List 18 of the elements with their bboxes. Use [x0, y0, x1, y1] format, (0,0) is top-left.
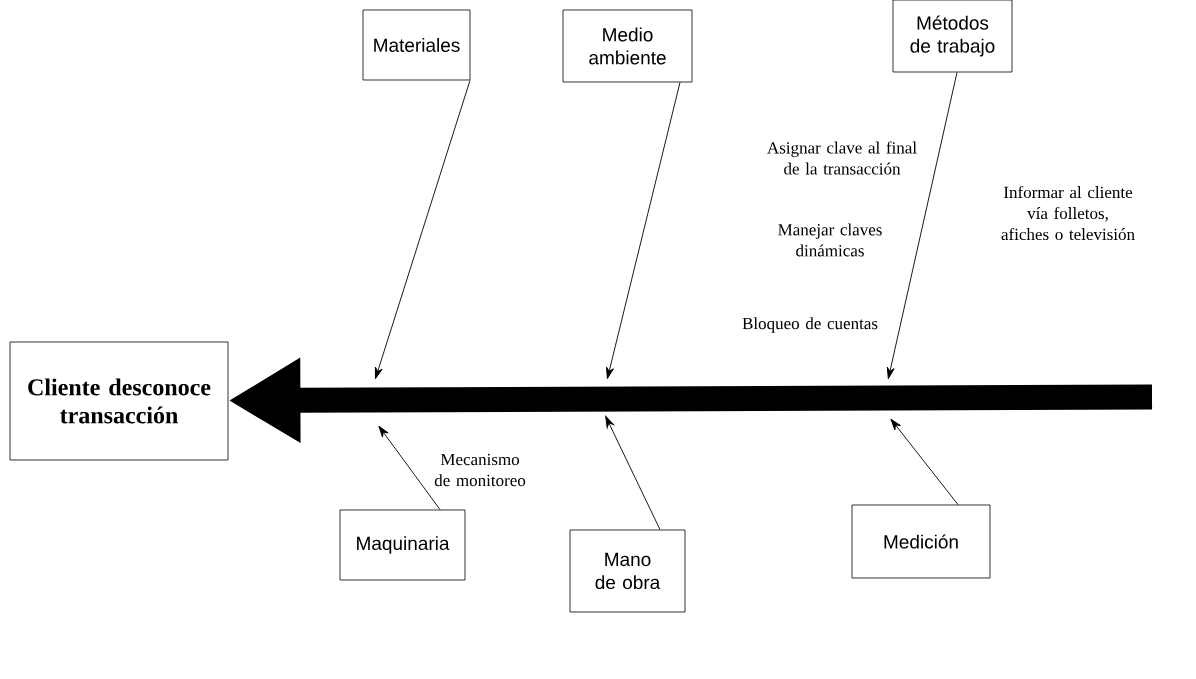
- cause-label: Asignar clave al final de la transacción: [767, 141, 917, 175]
- cause-label: Bloqueo de cuentas: [742, 317, 878, 333]
- arrow: [374, 79, 471, 380]
- effect-box: Cliente desconoce transacción: [9, 341, 229, 461]
- cause-label: Manejar claves dinámicas: [778, 223, 882, 257]
- arrow: [606, 81, 681, 379]
- arrow: [605, 415, 661, 531]
- cause-label: Informar al cliente vía folletos, afiches o televisión: [1001, 185, 1135, 241]
- arrow: [890, 418, 959, 506]
- category-box: Maquinaria: [339, 509, 466, 581]
- category-box: Medición: [851, 504, 991, 579]
- category-box: Mano de obra: [569, 529, 686, 613]
- category-box: Métodos de trabajo: [892, 0, 1013, 73]
- arrow: [886, 71, 958, 379]
- cause-label: Mecanismo de monitoreo: [434, 453, 526, 487]
- arrow: [378, 425, 441, 511]
- category-box: Medio ambiente: [562, 9, 693, 83]
- category-box: Materiales: [362, 9, 471, 81]
